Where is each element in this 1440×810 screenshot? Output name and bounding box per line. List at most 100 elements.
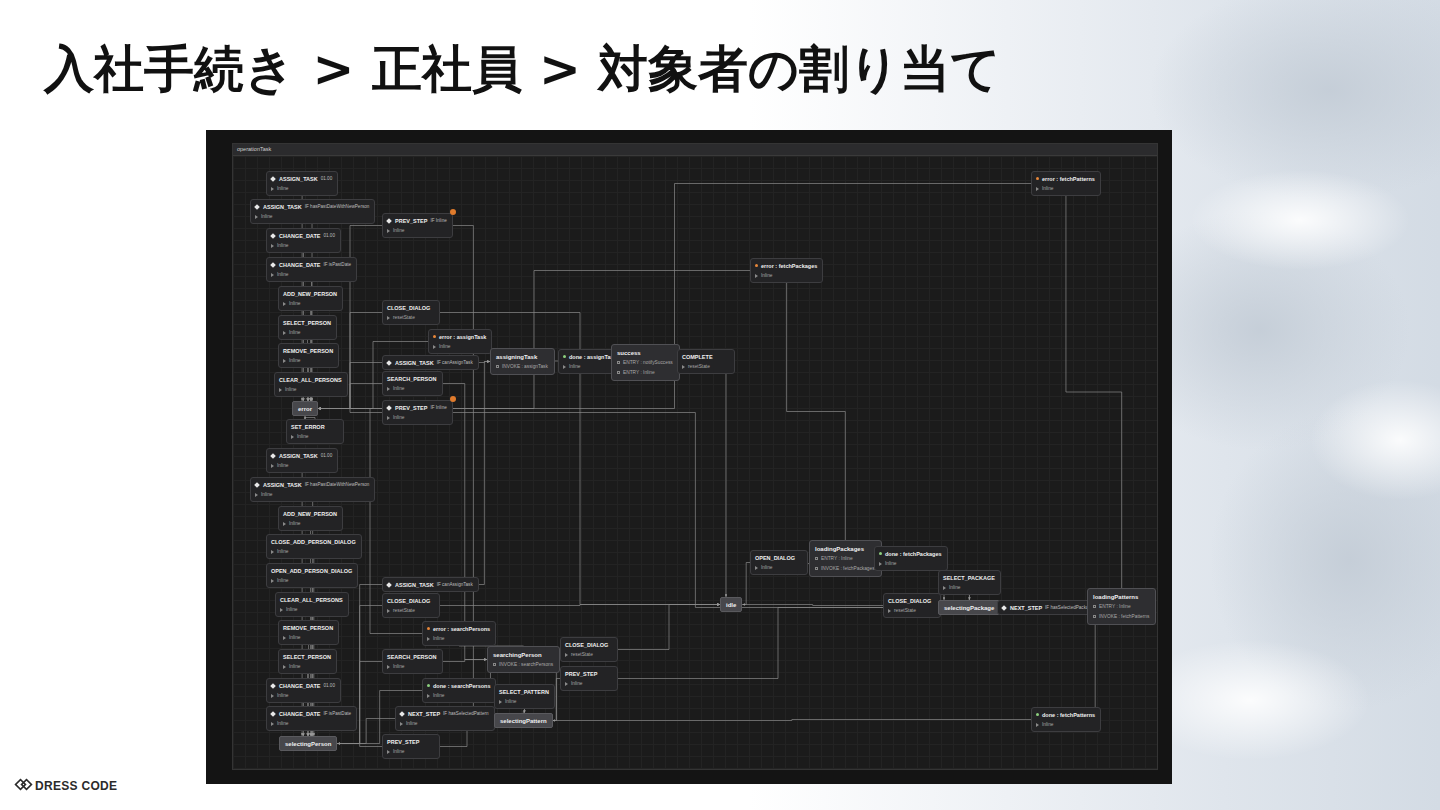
action-triangle	[271, 579, 274, 583]
event-box: SEARCH_PERSONInline	[382, 371, 443, 396]
event-header: done : fetchPatterns	[1036, 710, 1095, 719]
event-action: Inline	[439, 343, 450, 351]
action-triangle	[755, 566, 758, 570]
state-name: searchingPerson	[493, 651, 542, 659]
event-header: ASSIGN_TASK01.00	[271, 174, 332, 183]
event-action-row: Inline	[280, 605, 343, 614]
event-header: error : assignTask	[433, 332, 486, 341]
event-header: SELECT_PERSON	[283, 318, 331, 327]
event-header: PREV_STEPIF Inline	[387, 403, 447, 412]
event-action-row: Inline	[283, 633, 333, 642]
guard-diamond	[386, 582, 392, 588]
event-action: Inline	[289, 634, 300, 642]
guard-diamond	[254, 482, 260, 488]
event-name: SEARCH_PERSON	[387, 653, 437, 661]
event-action-row: Inline	[1036, 184, 1095, 193]
event-box: REMOVE_PERSON Inline	[278, 620, 339, 645]
state-label: selectingPattern	[494, 713, 553, 728]
event-action: Inline	[277, 720, 288, 728]
event-box: CHANGE_DATEIF isPastDateInline	[266, 706, 357, 731]
event-header: CLOSE_DIALOG	[387, 303, 434, 312]
event-header: REMOVE_PERSON	[283, 623, 333, 632]
state-name: loadingPatterns	[1093, 593, 1138, 601]
transition-line	[318, 184, 1031, 409]
guard-diamond	[270, 233, 276, 239]
guard-text: IF hasPastDateWithNewPerson	[305, 203, 370, 211]
event-name: PREV_STEP	[395, 404, 427, 412]
action-icon	[1093, 615, 1096, 618]
event-box: ASSIGN_TASKIF hasPastDateWithNewPersonIn…	[250, 477, 375, 502]
event-action: resetState	[393, 314, 415, 322]
state-action-row: ENTRY : Inline	[1093, 602, 1149, 611]
event-box: SELECT_PERSONInline	[278, 649, 337, 674]
action-triangle	[879, 562, 882, 566]
event-action-row: Inline	[499, 697, 549, 706]
event-action: Inline	[297, 433, 308, 441]
event-action: Inline	[571, 680, 582, 688]
state-action: INVOKE : fetchPatterns	[1099, 613, 1149, 621]
event-action-row: Inline	[433, 342, 486, 351]
event-action: Inline	[1042, 185, 1053, 193]
action-icon	[496, 365, 499, 368]
action-icon	[815, 557, 818, 560]
event-header: ASSIGN_TASKIF hasPastDateWithNewPerson	[255, 202, 369, 211]
event-header: ASSIGN_TASK01.00	[271, 451, 332, 460]
event-header: CLOSE_ADD_PERSON_DIALOG	[271, 537, 356, 546]
action-triangle	[255, 493, 258, 497]
event-action: Inline	[761, 272, 772, 280]
event-action: Inline	[1042, 721, 1053, 729]
event-box: ASSIGN_TASKIF canAssignTask	[382, 355, 479, 370]
transition-line	[479, 362, 490, 585]
event-header: NEXT_STEPIF hasSelectedPattern	[400, 709, 489, 718]
event-action: Inline	[393, 385, 404, 393]
event-header: CLEAR_ALL_PERSONS	[280, 595, 343, 604]
action-triangle	[255, 215, 258, 219]
transition-line	[618, 608, 938, 679]
event-header: CHANGE_DATEIF isPastDate	[271, 709, 351, 718]
event-name: OPEN_ADD_PERSON_DIALOG	[271, 567, 352, 575]
action-triangle	[271, 722, 274, 726]
event-box: SELECT_PATTERNInline	[494, 684, 555, 709]
action-triangle	[387, 609, 390, 613]
event-header: CLEAR_ALL_PERSONS	[279, 375, 342, 384]
event-name: ADD_NEW_PERSON	[283, 510, 337, 518]
action-triangle	[1036, 187, 1039, 191]
event-action: Inline	[406, 720, 417, 728]
event-header: error : fetchPatterns	[1036, 174, 1095, 183]
event-action: Inline	[761, 564, 772, 572]
guard-diamond	[270, 176, 276, 182]
action-triangle	[499, 700, 502, 704]
event-name: done : fetchPatterns	[1042, 711, 1095, 719]
event-name: CLOSE_DIALOG	[565, 641, 608, 649]
transition-line	[787, 283, 846, 540]
event-name: CHANGE_DATE	[279, 682, 320, 690]
event-action-row: Inline	[400, 719, 489, 728]
state-action-row: INVOKE : searchPersons	[493, 660, 553, 669]
state-action-row: INVOKE : fetchPackages	[815, 564, 875, 573]
event-header: SELECT_PATTERN	[499, 687, 549, 696]
event-action-row: Inline	[565, 679, 612, 688]
action-triangle	[888, 609, 891, 613]
event-action: Inline	[277, 548, 288, 556]
event-action: Inline	[277, 462, 288, 470]
event-box: NEXT_STEPIF hasSelectedPatternInline	[395, 706, 495, 731]
event-action: Inline	[289, 300, 300, 308]
transition-line	[742, 563, 750, 605]
event-action-row: Inline	[427, 634, 490, 643]
action-triangle	[283, 302, 286, 306]
action-triangle	[387, 750, 390, 754]
transition-line	[1095, 625, 1096, 707]
screenshot-panel	[206, 130, 1172, 784]
event-action-row: Inline	[879, 559, 942, 568]
action-triangle	[387, 387, 390, 391]
transition-line	[742, 605, 883, 606]
state-header: selectingPerson	[285, 739, 331, 748]
done-dot	[879, 552, 882, 555]
event-name: CLOSE_DIALOG	[387, 304, 430, 312]
event-box: SET_ERRORInline	[286, 419, 344, 444]
event-box: CLOSE_DIALOGresetState	[382, 593, 440, 618]
state-action-row: ENTRY : Inline	[815, 554, 875, 563]
transition-line	[1066, 196, 1122, 588]
event-header: PREV_STEP	[565, 669, 612, 678]
